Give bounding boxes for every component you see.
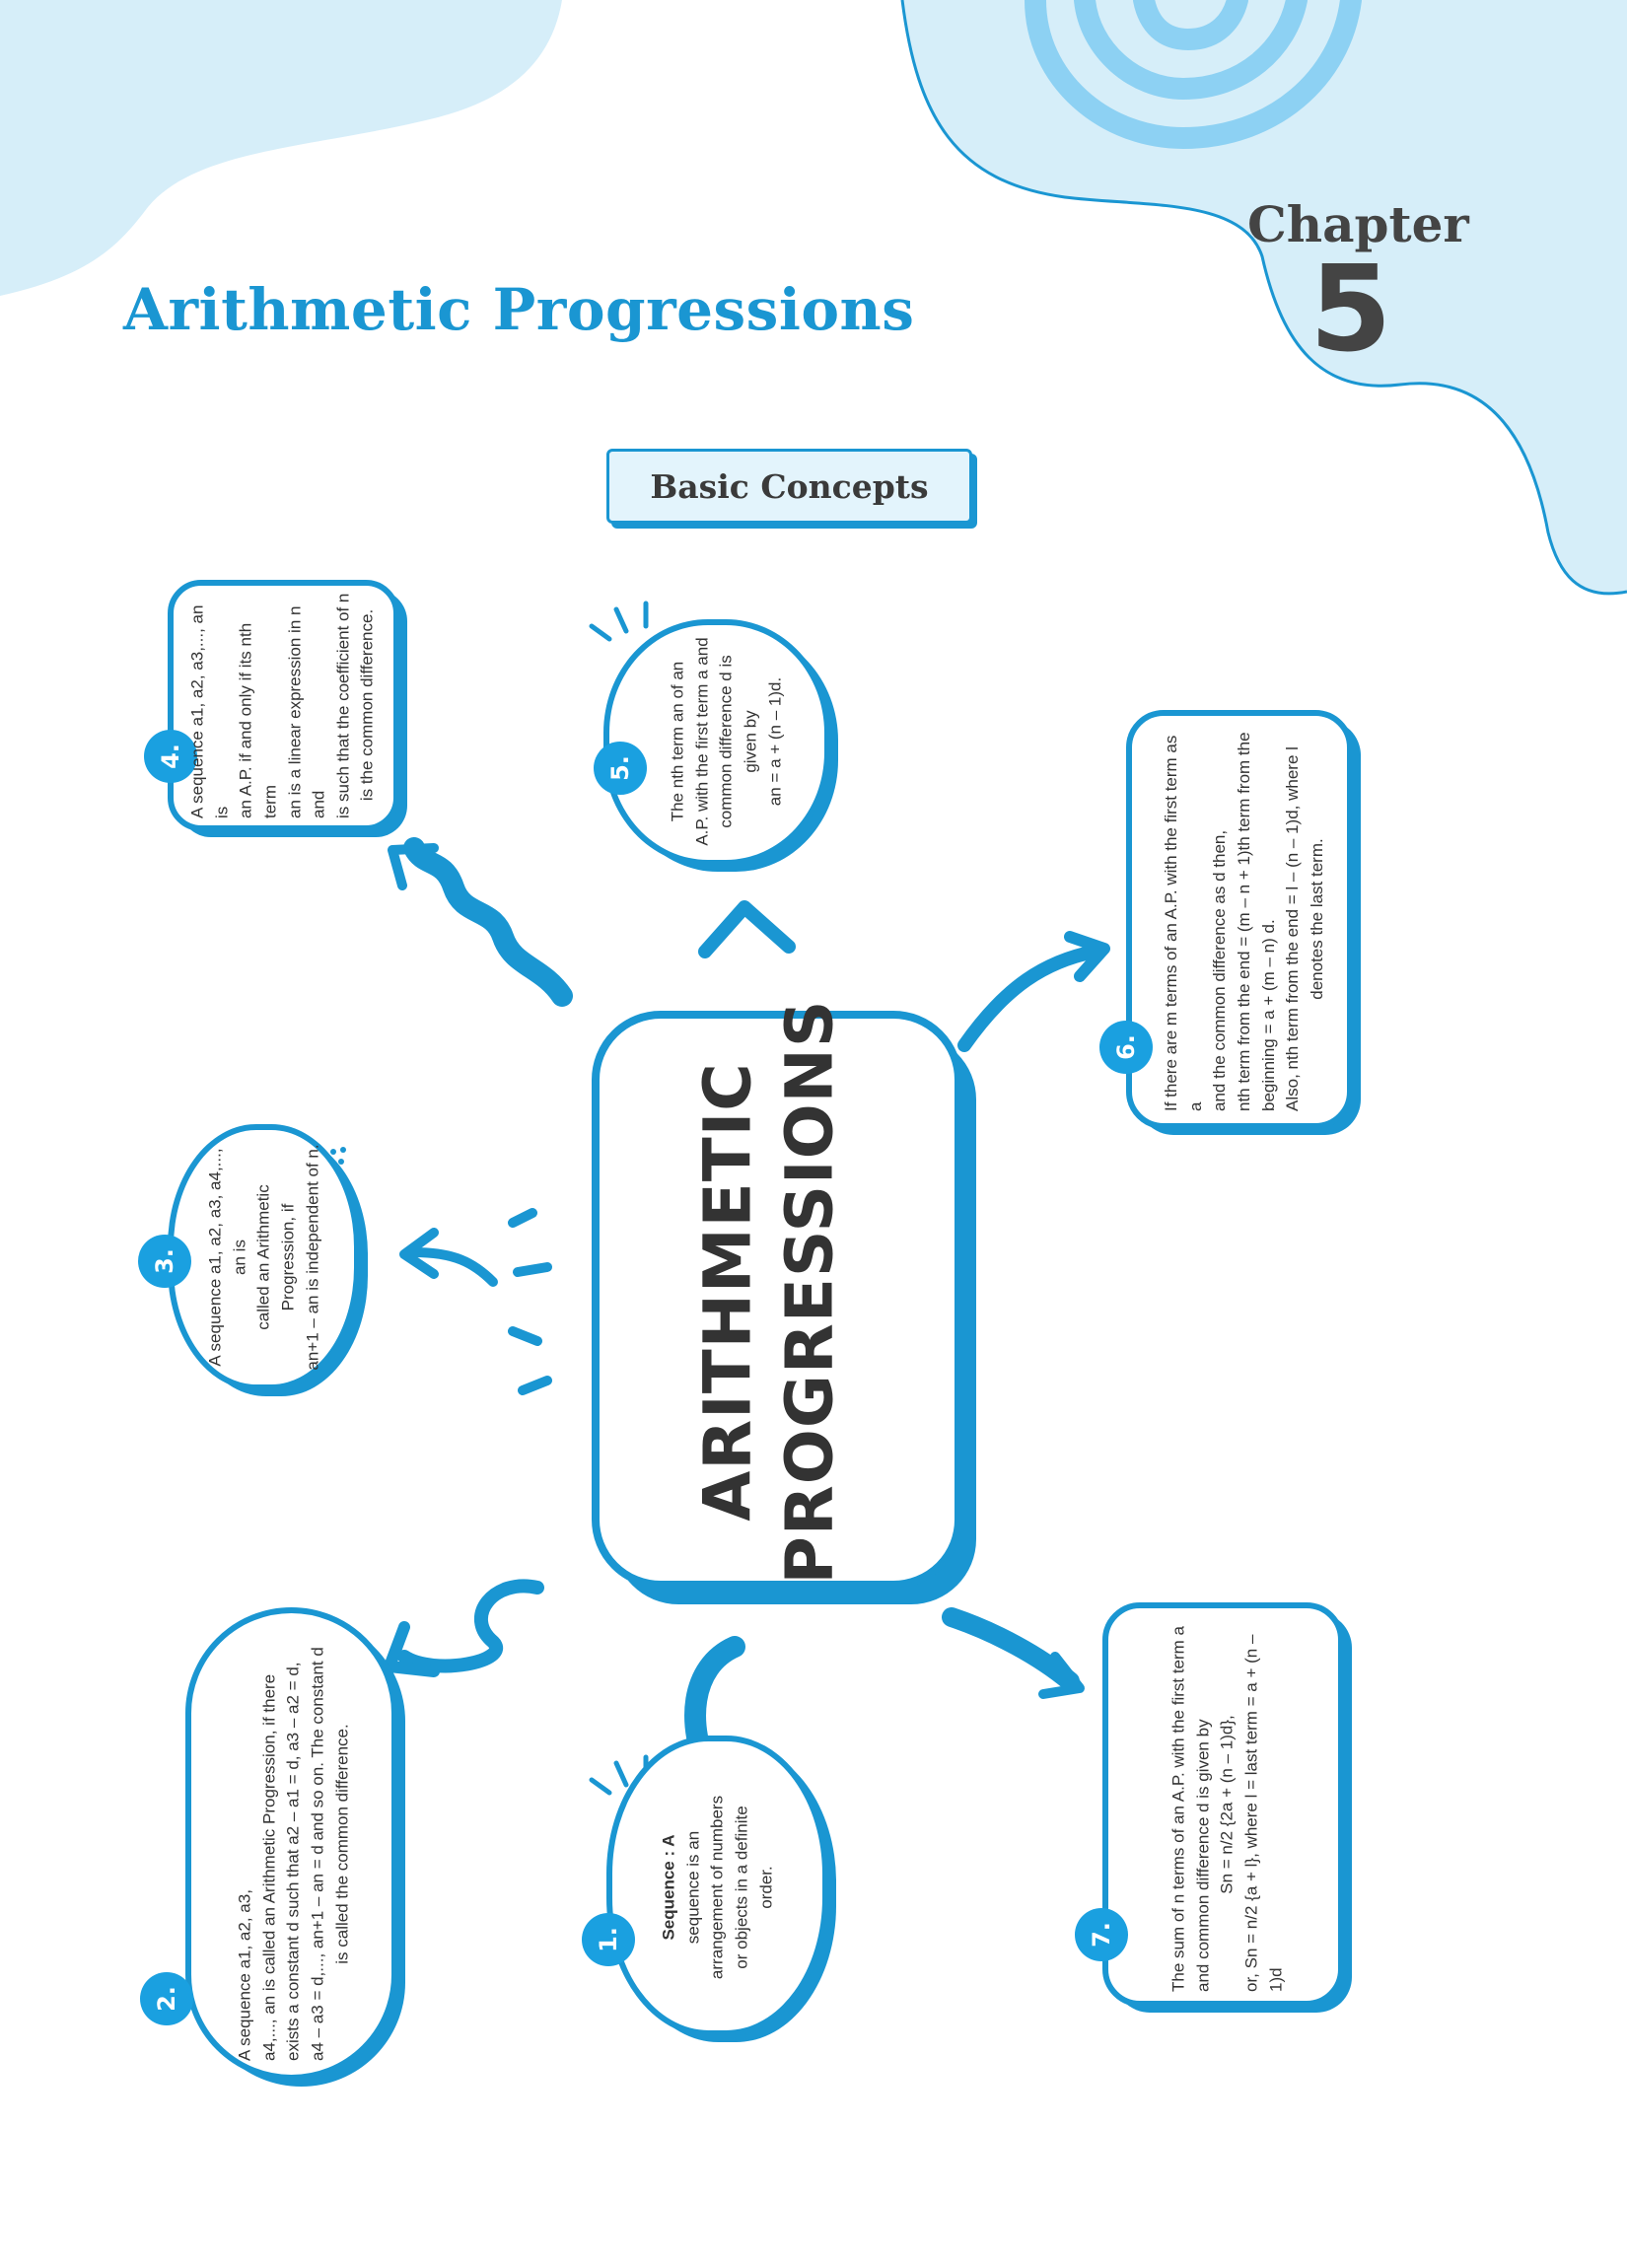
bubble-5-line: given by [741,710,760,773]
bubble-4-line: is the common difference. [357,608,377,802]
bubble-5-badge: 5. [594,742,647,795]
bubble-7-line: and common difference d is given by [1193,1719,1213,1992]
bubble-6-line: beginning = a + (m – n) d. [1258,919,1278,1111]
bubble-2-badge: 2. [140,1972,193,2025]
bubble-2 [185,1607,397,2081]
bubble-2-text: A sequence a1, a2, a3, a4,..., an is cal… [233,1627,354,2061]
bubble-4-text: A sequence a1, a2, a3,..., an is an A.P.… [185,592,380,818]
bubble-6-line: nth term from the end = (m – n + 1)th te… [1234,732,1253,1111]
bubble-7-line: Sn = n/2 {2a + (n – 1)d}, [1217,1715,1237,1894]
bubble-5 [603,619,830,866]
bubble-3-badge: 3. [138,1235,191,1288]
bubble-7-line: or, Sn = n/2 {a + l}, where l = last ter… [1241,1634,1285,1992]
bubble-1-line: arrangement of numbers [707,1795,727,1980]
bubble-1-line: or objects in a definite [732,1806,751,1969]
section-tab-label: Basic Concepts [650,466,929,506]
bubble-2-line: a4,..., an is called an Arithmetic Progr… [259,1673,279,2061]
bubble-3 [168,1124,360,1390]
bubble-7-line: The sum of n terms of an A.P. with the f… [1168,1625,1188,1992]
bubble-6-line: denotes the last term. [1307,838,1326,1000]
bubble-4-line: A sequence a1, a2, a3,..., an is [187,604,232,818]
bubble-3-line: A sequence a1, a2, a3, a4,..., an is [205,1148,249,1367]
bubble-1-badge: 1. [582,1913,635,1966]
bubble-6-line: and the common difference as d then, [1210,829,1230,1111]
center-title-line1: ARITHMETIC [689,1062,766,1522]
bubble-6-badge: 6. [1099,1021,1153,1074]
bubble-2-line: a4 – a3 = d,..., an+1 – an = d and so on… [308,1647,327,2061]
bubble-5-line: an = a + (n – 1)d. [764,676,784,807]
center-title-line2: PROGRESSIONS [771,999,847,1585]
bubble-7 [1102,1602,1344,2007]
bubble-4-line: is such that the coefficient of n [333,593,353,818]
section-tab: Basic Concepts [606,449,972,524]
bubble-6-text: If there are m terms of an A.P. with the… [1160,727,1329,1111]
bubble-5-text: The nth term an of an A.P. with the firs… [666,636,787,848]
bubble-7-badge: 7. [1075,1908,1128,1961]
bubble-3-line: an+1 – an is independent of n. [302,1144,321,1371]
bubble-4-line: an A.P. if and only if its nth term [236,622,280,818]
bubble-6-line: Also, nth term from the end = l – (n – 1… [1282,746,1302,1111]
bubble-2-line: A sequence a1, a2, a3, [235,1889,254,2061]
bubble-1-line: sequence is an [683,1830,703,1945]
bubble-3-line: called an Arithmetic Progression, if [253,1184,298,1330]
arrow-up-icon [698,900,796,958]
bubble-4 [168,580,399,831]
bubble-2-line: exists a constant d such that a2 – a1 = … [283,1662,303,2062]
bubble-7-text: The sum of n terms of an A.P. with the f… [1167,1617,1288,1992]
bubble-2-line: is called the common difference. [331,1724,351,1964]
bubble-1-text: Sequence : A sequence is an arrangement … [657,1759,778,2016]
bubble-4-line: an is a linear expression in n and [285,605,328,818]
bubble-5-line: common difference d is [716,655,736,828]
chapter-label: Chapter [1247,195,1469,253]
center-box [592,1011,962,1589]
bubble-5-line: The nth term an of an [668,661,687,822]
bubble-1-line: order. [755,1866,775,1909]
bubble-6 [1126,710,1353,1129]
center-title: ARITHMETIC PROGRESSIONS [688,1000,851,1585]
bubble-6-line: If there are m terms of an A.P. with the… [1161,735,1205,1111]
bubble-1 [606,1736,828,2036]
page-title: Arithmetic Progressions [123,276,915,343]
bubble-1-line: Sequence : A [659,1834,678,1941]
bubble-3-text: A sequence a1, a2, a3, a4,..., an is cal… [203,1139,324,1376]
chapter-number: 5 [1309,242,1392,379]
bubble-5-line: A.P. with the first term a and [692,637,712,846]
